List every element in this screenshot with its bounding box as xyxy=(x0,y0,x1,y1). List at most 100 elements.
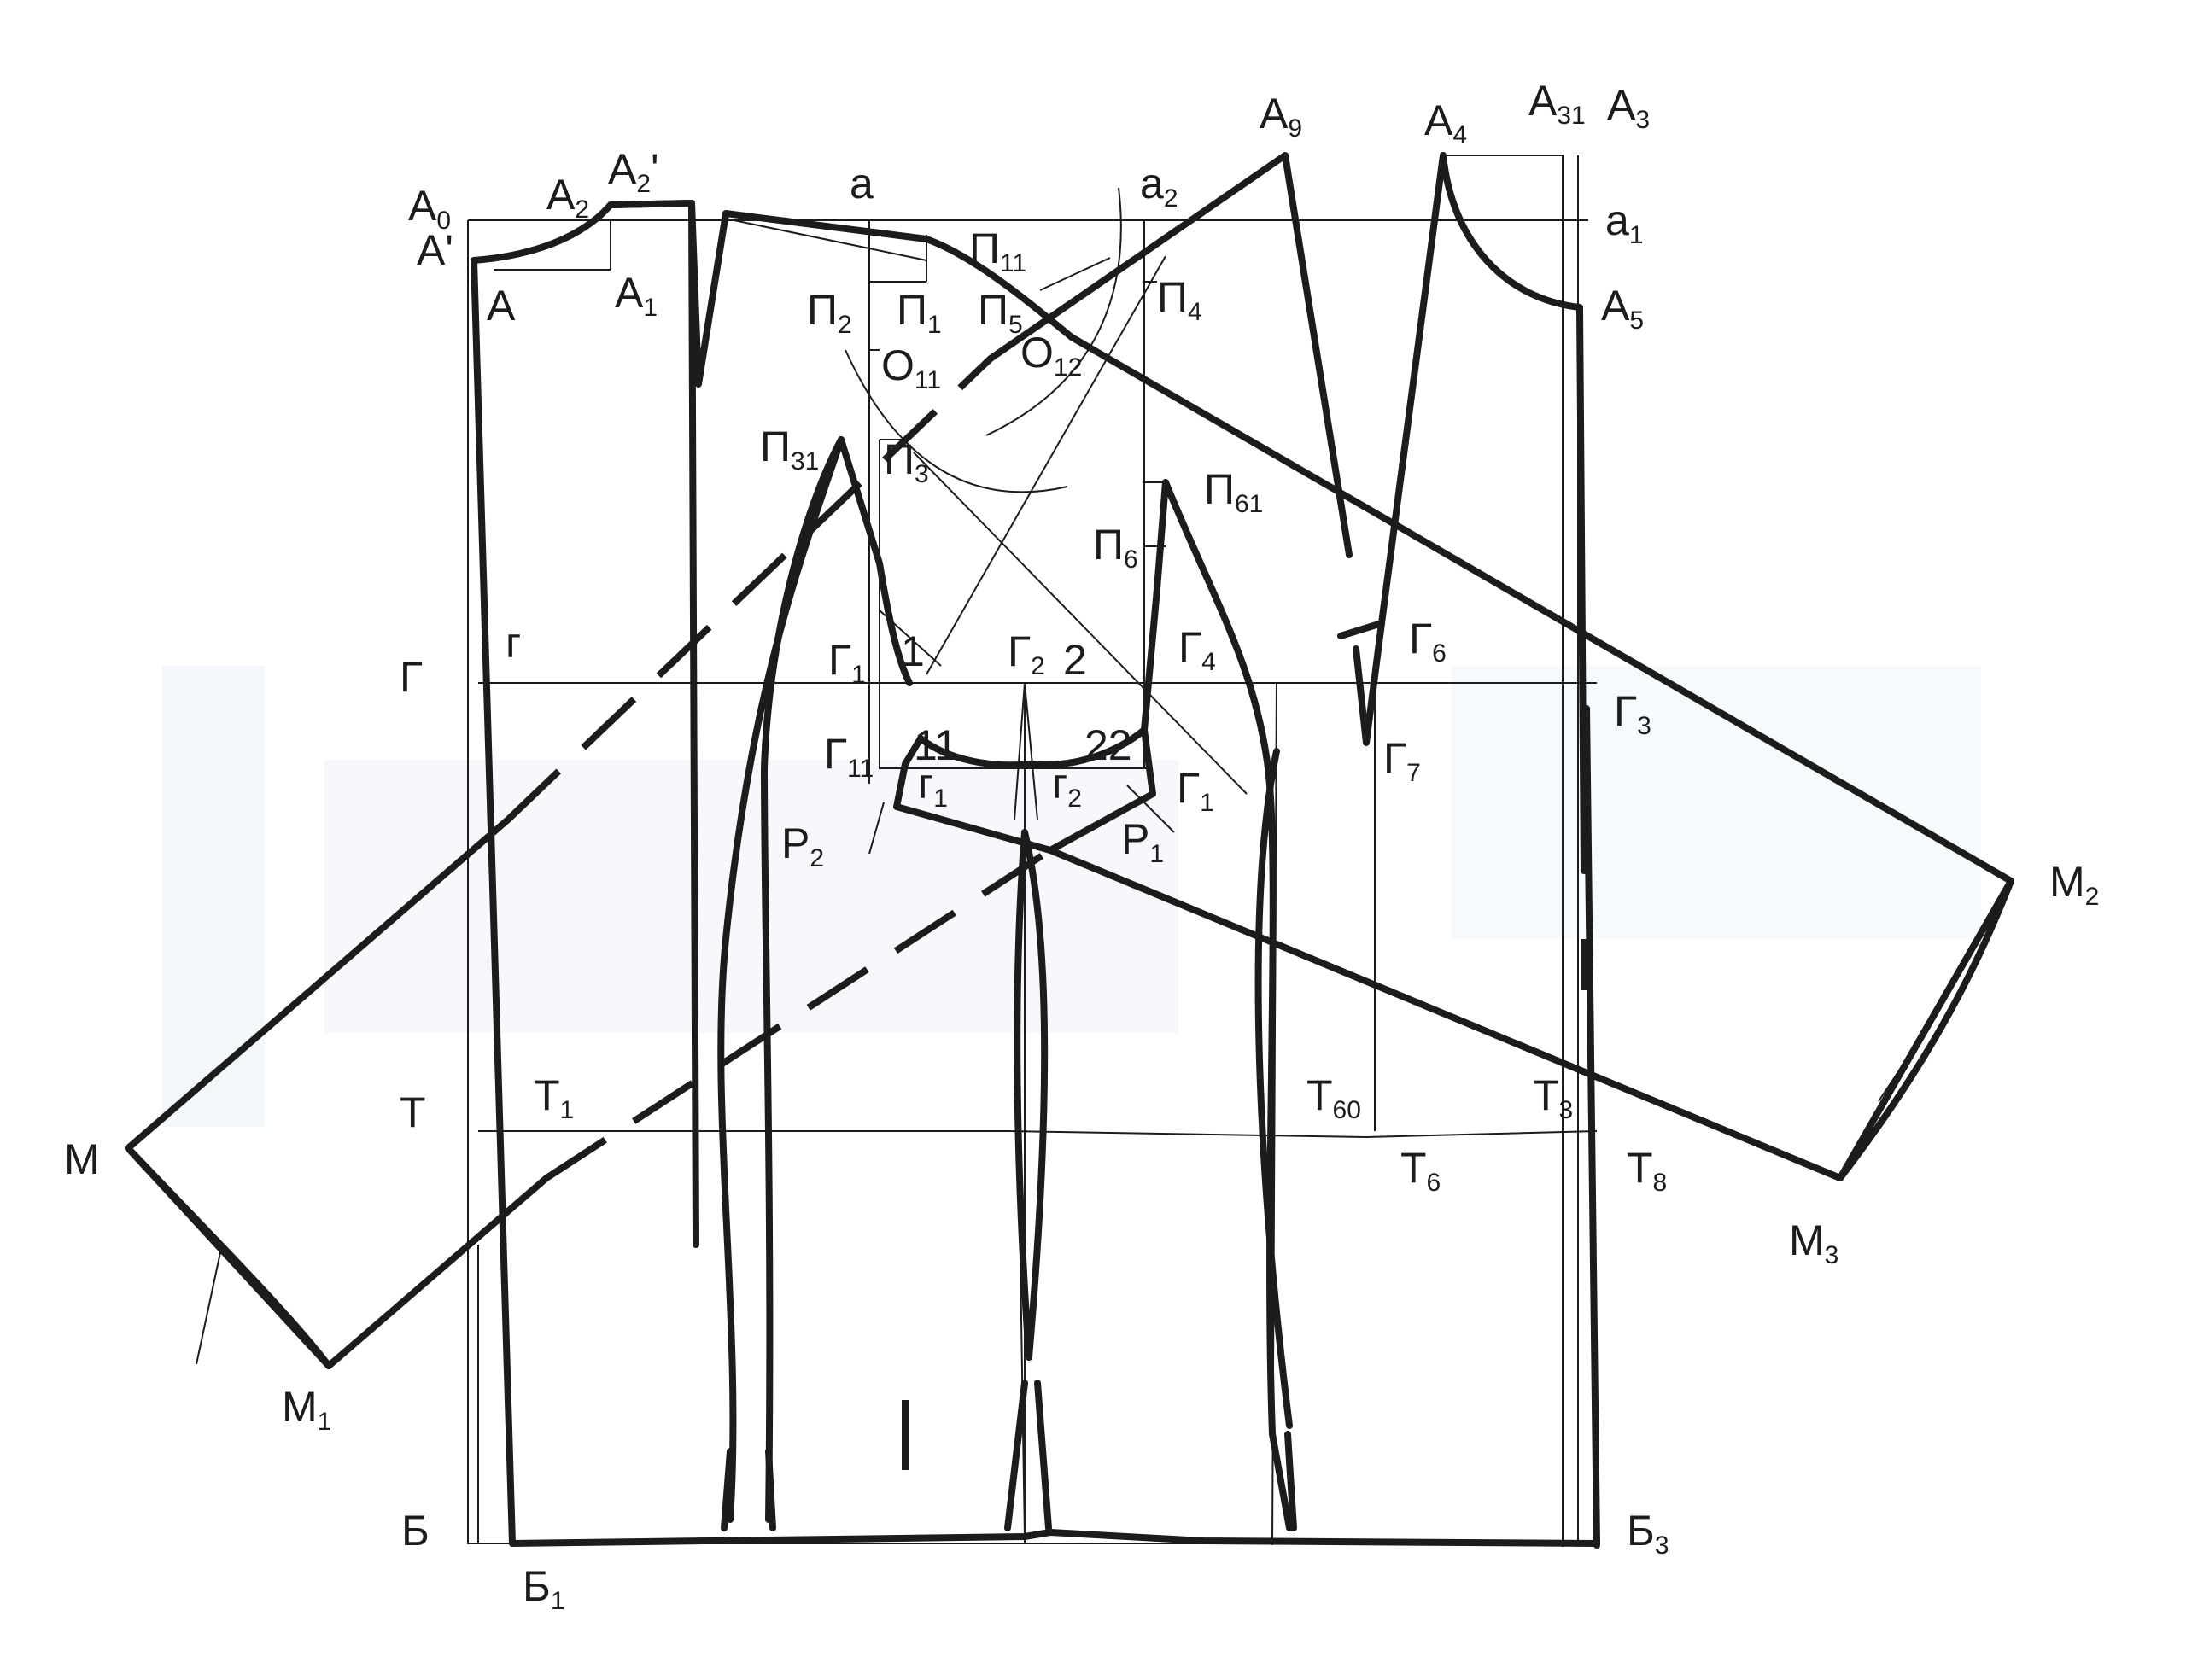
label-base: А xyxy=(1607,81,1636,129)
label-b1: Б1 xyxy=(523,1562,565,1615)
label-subscript: 1 xyxy=(643,294,658,322)
label-subscript: 6 xyxy=(1427,1169,1441,1197)
label-r1: Р1 xyxy=(1121,815,1164,868)
label-subscript: 7 xyxy=(1406,759,1421,787)
label-base: П xyxy=(978,286,1008,334)
label-subscript: 4 xyxy=(1452,121,1467,149)
label-base: М xyxy=(64,1135,100,1183)
label-a-prime: А' xyxy=(417,226,453,274)
label-base: Т xyxy=(1533,1071,1559,1119)
label-subscript: 3 xyxy=(915,460,929,488)
label-base: П xyxy=(969,225,1000,272)
label-g7: Г7 xyxy=(1383,734,1421,787)
label-base: Г xyxy=(1177,764,1200,812)
label-o11: О11 xyxy=(881,341,941,394)
label-subscript: 1 xyxy=(851,661,866,689)
label-t60: Т60 xyxy=(1306,1071,1361,1124)
label-base: а xyxy=(1140,160,1164,207)
label-subscript: 61 xyxy=(1235,490,1263,518)
label-a: а xyxy=(850,160,874,207)
label-base: а xyxy=(1605,196,1629,244)
label-p61: П61 xyxy=(1204,465,1263,518)
label-subscript: 2 xyxy=(838,311,852,339)
label-base: А xyxy=(1528,77,1558,125)
label-base: А xyxy=(608,145,637,193)
label-base: А xyxy=(615,269,644,317)
label-a2: а2 xyxy=(1140,160,1178,213)
label-g2: Г2 xyxy=(1008,627,1045,680)
label-subscript: 2 xyxy=(810,844,824,872)
label-base: О xyxy=(881,341,915,389)
label-base: Б xyxy=(1627,1507,1655,1555)
label-base: а xyxy=(850,160,874,207)
label-subscript: 2 xyxy=(2085,883,2100,911)
label-base: М xyxy=(2049,858,2085,906)
label-subscript: 2 xyxy=(575,195,589,224)
label-a0: А0 xyxy=(408,182,451,235)
label-base: г xyxy=(1052,760,1067,808)
label-r2: Р2 xyxy=(781,820,824,872)
label-subscript: 1 xyxy=(551,1587,565,1615)
label-base: П xyxy=(1204,465,1235,513)
label-g: Г xyxy=(400,653,423,701)
label-subscript: 6 xyxy=(1432,639,1447,668)
label-g1: г1 xyxy=(918,760,948,813)
label-base: Г xyxy=(400,653,423,701)
label-t3: Т3 xyxy=(1533,1071,1573,1124)
label-base: Б xyxy=(523,1562,551,1610)
label-base: г xyxy=(918,760,933,808)
label-base: П xyxy=(807,286,838,334)
label-subscript: 3 xyxy=(1825,1241,1839,1269)
label-base: Г xyxy=(828,636,851,684)
label-base: Г xyxy=(824,730,847,778)
label-a9: А9 xyxy=(1260,90,1302,143)
label-a31: А31 xyxy=(1528,77,1586,130)
label-base: 1 xyxy=(901,627,925,675)
label-base: Т xyxy=(534,1071,560,1119)
label-subscript: 4 xyxy=(1188,298,1202,326)
label-t: Т xyxy=(400,1088,426,1136)
label-base: П xyxy=(760,423,791,470)
label-base: Т xyxy=(1627,1144,1653,1192)
label-b3: Б3 xyxy=(1627,1507,1669,1560)
label-subscript: 1 xyxy=(560,1096,575,1124)
label-m3: М3 xyxy=(1789,1216,1838,1269)
label-base: А xyxy=(487,282,516,330)
label-g1-lower: Г1 xyxy=(1177,764,1214,817)
label-subscript: 2 xyxy=(1067,785,1082,813)
label-subscript: 2 xyxy=(1164,184,1178,213)
label-subscript: 2 xyxy=(1031,652,1045,680)
label-subscript: 3 xyxy=(1637,712,1651,740)
label-g6: Г6 xyxy=(1409,615,1447,668)
label-base: П xyxy=(1157,273,1188,321)
label-subscript: 3 xyxy=(1559,1096,1574,1124)
label-g11: Г11 xyxy=(824,730,874,783)
label-g3: Г3 xyxy=(1614,687,1651,740)
label-a3: А3 xyxy=(1607,81,1650,134)
label-a1: а1 xyxy=(1605,196,1644,249)
label-p1: П1 xyxy=(897,286,942,339)
label-a2-prime: А2' xyxy=(608,145,659,198)
label-subscript: 3 xyxy=(1655,1531,1669,1560)
label-t1: Т1 xyxy=(534,1071,574,1124)
label-subscript: 1 xyxy=(1200,789,1214,817)
label-base: А xyxy=(1601,282,1630,330)
label-subscript: 11 xyxy=(915,366,941,394)
label-m: М xyxy=(64,1135,100,1183)
label-subscript: 2 xyxy=(636,170,651,198)
label-subscript: 12 xyxy=(1054,353,1082,382)
label-base: Г xyxy=(1409,615,1432,662)
label-subscript: 1 xyxy=(1629,221,1644,249)
label-base: А xyxy=(1424,96,1453,144)
label-a: А xyxy=(487,282,516,330)
label-a1: А1 xyxy=(615,269,658,322)
label-base: М xyxy=(1789,1216,1825,1264)
label-subscript: 31 xyxy=(791,447,819,475)
label-subscript: 1 xyxy=(1149,840,1164,868)
label-subscript: 60 xyxy=(1333,1096,1361,1124)
label-subscript: 3 xyxy=(1635,106,1650,134)
label-a5: А5 xyxy=(1601,282,1644,335)
label-subscript: 11 xyxy=(847,755,874,783)
label-p6: П6 xyxy=(1093,521,1138,574)
label-n11: 11 xyxy=(914,721,958,769)
